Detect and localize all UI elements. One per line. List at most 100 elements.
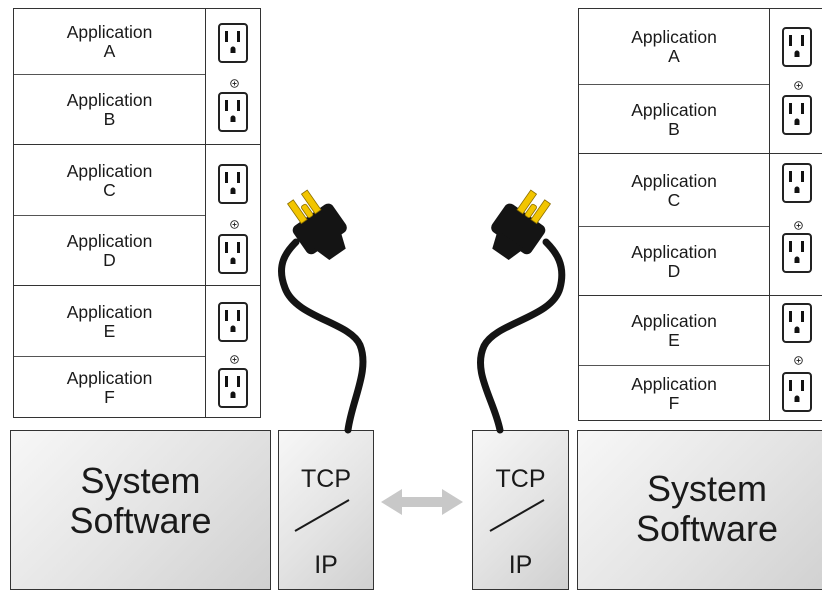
screw-icon [794, 352, 803, 365]
electrical-outlet-icon [218, 23, 248, 63]
app-title: Application [66, 231, 153, 251]
right-system-software-box: System Software [577, 430, 822, 590]
app-letter: C [667, 189, 681, 210]
software-label: Software [635, 508, 779, 549]
app-letter: F [668, 393, 680, 413]
outlet-face [789, 35, 804, 57]
app-title: Application [631, 374, 717, 394]
power-plug-icon [286, 189, 347, 261]
app-letter: C [103, 179, 116, 200]
app-title: Application [66, 160, 153, 181]
app-title: Application [631, 99, 717, 120]
right-row-divider [579, 365, 769, 366]
electrical-outlet-icon [218, 368, 248, 408]
left-outlet-column [205, 9, 206, 417]
ip-label: IP [508, 551, 533, 579]
right-outlet-column [769, 9, 770, 420]
app-letter: D [103, 250, 116, 270]
screw-icon [230, 216, 239, 229]
power-plug-icon [491, 189, 552, 261]
electrical-outlet-icon [782, 303, 812, 343]
electrical-outlet-icon [218, 164, 248, 204]
app-letter: E [668, 330, 680, 350]
outlet-face [225, 31, 240, 53]
app-letter: A [103, 41, 116, 61]
app-title: Application [631, 311, 717, 331]
left-tcp-ip-box: TCP IP [278, 430, 374, 590]
left-power-cord [278, 238, 367, 434]
system-label: System [646, 468, 768, 509]
ip-label: IP [314, 551, 338, 579]
screw-head [230, 220, 239, 229]
electrical-outlet-icon [782, 233, 812, 273]
app-letter: E [103, 320, 116, 341]
tcp-ip-slash [294, 499, 350, 532]
system-label: System [80, 460, 201, 501]
tcp-label: TCP [301, 465, 351, 493]
electrical-outlet-icon [218, 92, 248, 132]
electrical-outlet-icon [782, 372, 812, 412]
software-label: Software [69, 500, 212, 541]
app-title: Application [631, 241, 717, 262]
right-row-divider [579, 84, 769, 85]
tcp-label: TCP [495, 465, 546, 493]
right-row-divider [579, 295, 822, 296]
app-title: Application [66, 90, 153, 110]
app-title: Application [66, 22, 153, 42]
screw-head [230, 79, 239, 88]
screw-icon [794, 217, 803, 230]
outlet-face [789, 241, 804, 263]
app-letter: D [667, 260, 681, 281]
app-letter: F [104, 387, 115, 407]
outlet-face [789, 311, 804, 333]
app-letter: B [103, 109, 116, 129]
electrical-outlet-icon [782, 95, 812, 135]
right-tcp-ip-box: TCP IP [472, 430, 569, 590]
app-letter: B [668, 118, 680, 139]
screw-head [794, 81, 803, 90]
outlet-face [225, 376, 240, 398]
outlet-face [225, 242, 240, 264]
outlet-face [789, 171, 804, 193]
left-row-divider [14, 144, 260, 145]
tcp-ip-slash [489, 499, 545, 532]
screw-head [794, 356, 803, 365]
left-row-divider [14, 356, 205, 357]
outlet-face [225, 172, 240, 194]
app-title: Application [631, 27, 717, 47]
app-title: Application [66, 301, 153, 322]
outlet-face [225, 310, 240, 332]
right-power-cord [476, 238, 566, 434]
outlet-face [789, 103, 804, 125]
app-title: Application [66, 368, 153, 388]
screw-icon [230, 75, 239, 88]
electrical-outlet-icon [218, 234, 248, 274]
screw-icon [794, 77, 803, 90]
left-system-software-box: System Software [10, 430, 271, 590]
screw-head [794, 221, 803, 230]
electrical-outlet-icon [782, 163, 812, 203]
outlet-face [225, 100, 240, 122]
right-row-divider [579, 153, 822, 154]
left-row-divider [14, 74, 205, 75]
right-row-divider [579, 226, 769, 227]
outlet-face [789, 380, 804, 402]
double-arrow-icon [381, 489, 463, 515]
electrical-outlet-icon [782, 27, 812, 67]
screw-head [230, 355, 239, 364]
left-row-divider [14, 285, 260, 286]
left-row-divider [14, 215, 205, 216]
